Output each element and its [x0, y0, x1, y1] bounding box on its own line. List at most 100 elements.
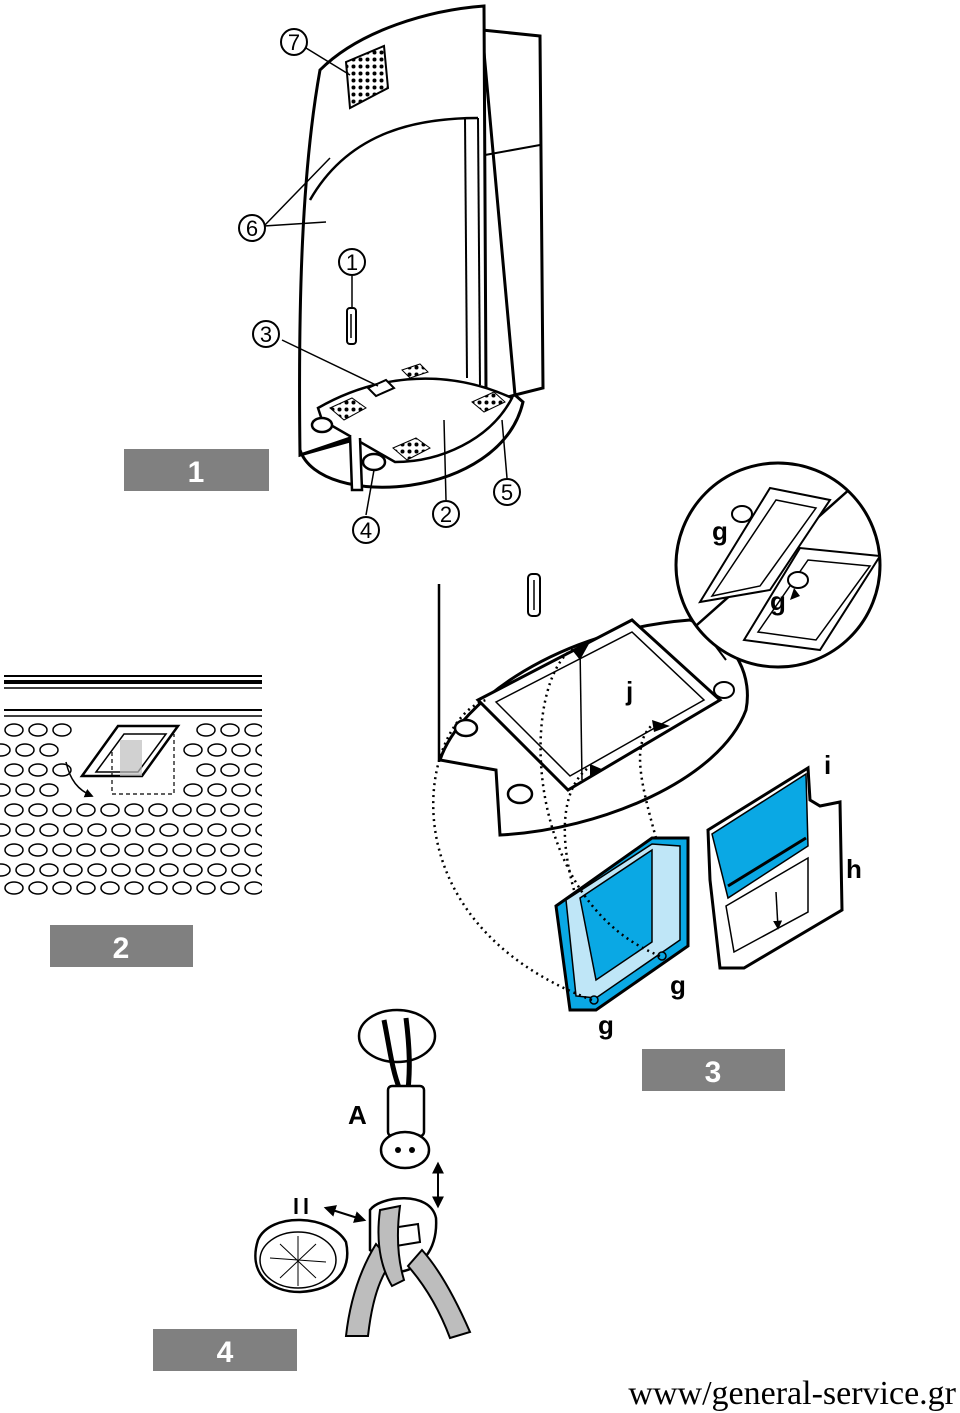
perforation-hole: [255, 783, 262, 797]
perforation-hole: [172, 881, 192, 895]
perforation-hole: [111, 863, 131, 877]
perforation-hole: [220, 723, 240, 737]
svg-text:4: 4: [360, 518, 372, 543]
svg-text:2: 2: [113, 932, 130, 965]
perforation-hole: [15, 783, 35, 797]
perforation-hole: [124, 803, 144, 817]
perforation-hole: [244, 843, 262, 857]
perforation-hole: [231, 783, 251, 797]
perforation-hole: [231, 863, 251, 877]
perforation-hole: [207, 863, 227, 877]
perforation-hole: [4, 723, 24, 737]
perforation-hole: [159, 823, 179, 837]
perforation-hole: [159, 863, 179, 877]
figure-3-label: 3: [642, 1049, 785, 1091]
perforation-hole: [148, 803, 168, 817]
perforation-hole: [63, 823, 83, 837]
perforation-hole: [196, 843, 216, 857]
label-h: h: [846, 854, 862, 884]
perforation-hole: [52, 723, 72, 737]
perforation-hole: [244, 881, 262, 895]
svg-text:1: 1: [188, 456, 205, 489]
svg-text:4: 4: [217, 1336, 234, 1369]
perforation-hole: [39, 863, 59, 877]
perforation-hole: [207, 783, 227, 797]
perforation-hole: [52, 881, 72, 895]
label-i: i: [824, 750, 831, 780]
perforation-hole: [87, 823, 107, 837]
perforation-hole: [196, 881, 216, 895]
perforation-hole: [172, 843, 192, 857]
perforation-hole: [124, 881, 144, 895]
figure-1-label: 1: [124, 449, 269, 491]
perforation-hole: [28, 763, 48, 777]
perforation-hole: [52, 803, 72, 817]
perforation-hole: [148, 881, 168, 895]
website-url: www/general-service.gr: [628, 1375, 956, 1412]
perforation-hole: [87, 863, 107, 877]
callout-6: 6: [238, 214, 266, 242]
perforation-hole: [4, 803, 24, 817]
perforation-hole: [196, 763, 216, 777]
perforation-hole: [63, 863, 83, 877]
figure-4-lamp: A: [254, 1008, 472, 1340]
label-g-filter-1: g: [670, 970, 686, 1000]
perforation-hole: [15, 743, 35, 757]
perforation-hole: [28, 881, 48, 895]
callout-3: 3: [252, 320, 280, 348]
label-a: A: [348, 1100, 367, 1130]
perforation-hole: [207, 743, 227, 757]
svg-text:2: 2: [440, 502, 452, 527]
perforation-hole: [4, 763, 24, 777]
svg-text:6: 6: [246, 216, 258, 241]
perforation-hole: [244, 723, 262, 737]
svg-text:7: 7: [288, 30, 300, 55]
svg-text:5: 5: [501, 480, 513, 505]
perforation-hole: [28, 803, 48, 817]
label-g-filter-2: g: [598, 1010, 614, 1040]
perforation-hole: [100, 803, 120, 817]
perforation-hole: [183, 823, 203, 837]
perforation-hole: [231, 743, 251, 757]
perforation-hole: [183, 783, 203, 797]
perforation-hole: [183, 743, 203, 757]
callout-4: 4: [352, 516, 380, 544]
perforation-hole: [255, 743, 262, 757]
perforation-hole: [76, 881, 96, 895]
perforation-hole: [124, 843, 144, 857]
perforation-hole: [196, 723, 216, 737]
perforation-hole: [4, 881, 24, 895]
perforation-hole: [148, 843, 168, 857]
perforation-hole: [76, 803, 96, 817]
svg-text:3: 3: [260, 322, 272, 347]
perforation-hole: [39, 783, 59, 797]
perforation-hole: [39, 823, 59, 837]
label-g-top: g: [712, 516, 728, 546]
perforation-hole: [255, 823, 262, 837]
perforation-hole: [220, 843, 240, 857]
perforation-hole: [100, 843, 120, 857]
perforation-hole: [172, 803, 192, 817]
perforation-hole: [0, 863, 11, 877]
perforation-hole: [28, 843, 48, 857]
figure-2-filter-detail: [0, 675, 262, 895]
perforation-hole: [220, 763, 240, 777]
perforation-hole: [0, 823, 11, 837]
perforation-hole: [52, 843, 72, 857]
perforation-hole: [135, 823, 155, 837]
callout-1: 1: [338, 248, 366, 276]
callout-7: 7: [280, 28, 308, 56]
perforation-hole: [244, 803, 262, 817]
perforation-hole: [76, 843, 96, 857]
svg-text:1: 1: [346, 250, 358, 275]
perforation-hole: [100, 881, 120, 895]
figure-3-carbon-filter: g g j i h g g: [431, 461, 882, 1040]
perforation-hole: [220, 881, 240, 895]
perforation-hole: [15, 863, 35, 877]
perforation-hole: [15, 823, 35, 837]
label-g-mid: g: [770, 586, 786, 616]
perforation-hole: [196, 803, 216, 817]
perforation-hole: [220, 803, 240, 817]
callout-5: 5: [493, 478, 521, 506]
